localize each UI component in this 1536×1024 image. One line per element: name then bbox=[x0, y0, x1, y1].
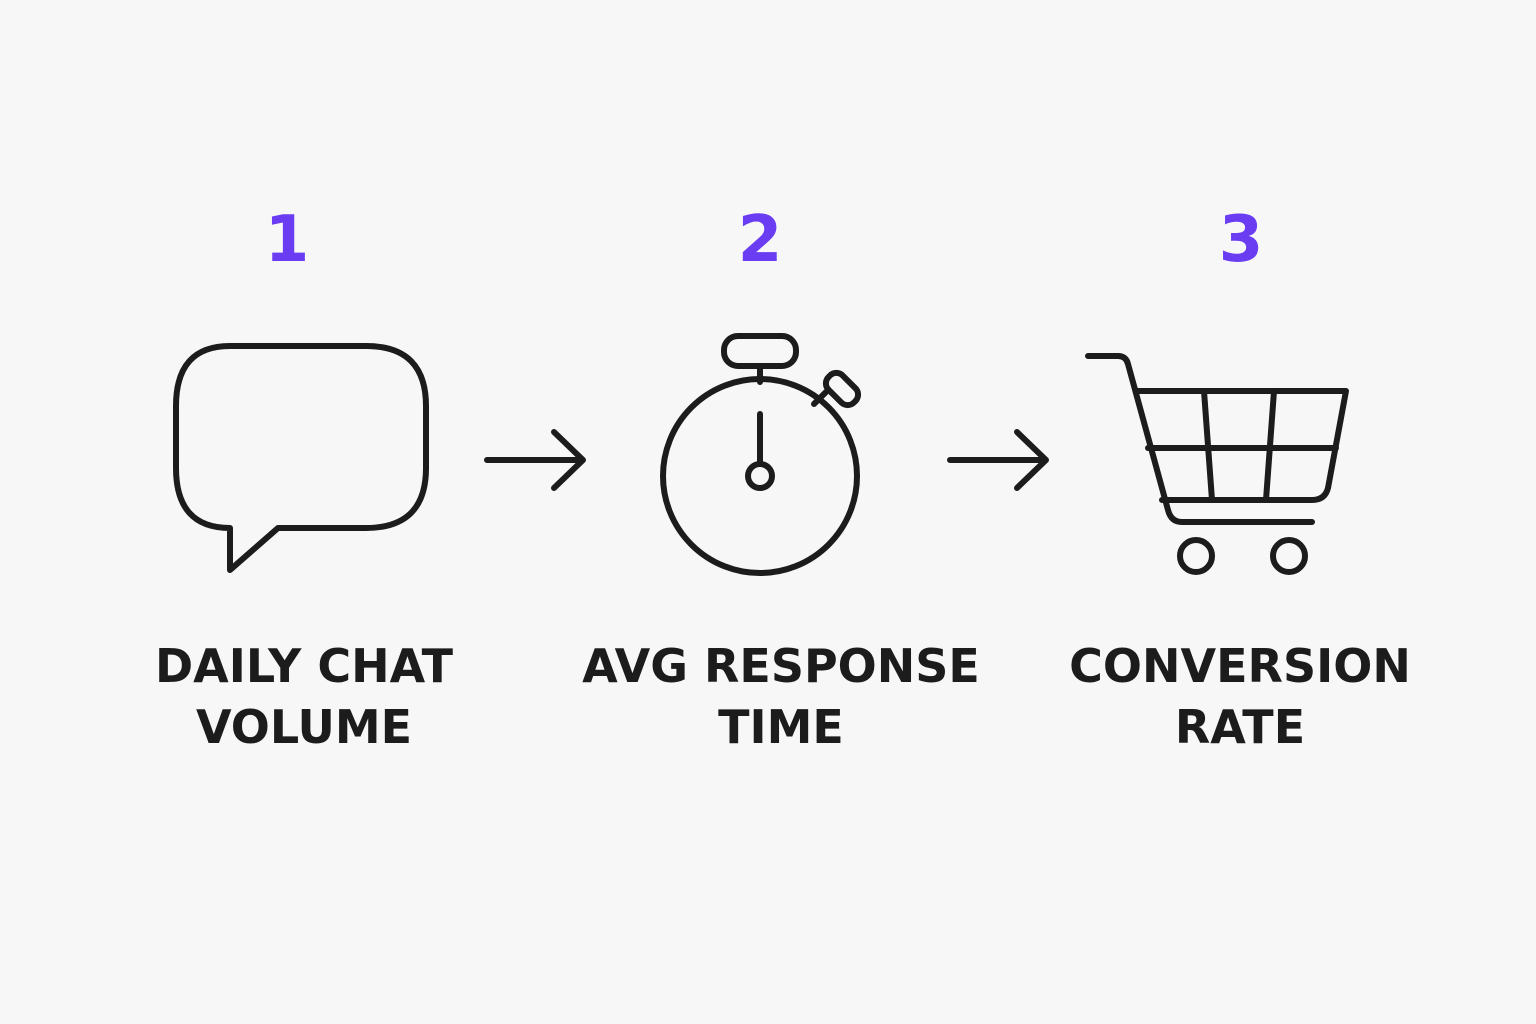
stopwatch-icon bbox=[656, 330, 868, 582]
chat-bubble-icon bbox=[170, 340, 432, 580]
shopping-cart-icon bbox=[1082, 350, 1354, 580]
step-1-label: DAILY CHAT VOLUME bbox=[94, 636, 514, 758]
step-2-label: AVG RESPONSE TIME bbox=[571, 636, 991, 758]
step-3-number: 3 bbox=[1218, 203, 1264, 277]
step-2-number: 2 bbox=[737, 203, 783, 277]
arrow-right-icon bbox=[945, 428, 1053, 496]
step-2-label-line1: AVG RESPONSE bbox=[582, 639, 980, 693]
step-3-label: CONVERSION RATE bbox=[1030, 636, 1450, 758]
step-3-label-line1: CONVERSION bbox=[1069, 639, 1411, 693]
step-1-number: 1 bbox=[264, 203, 310, 277]
step-1-label-line1: DAILY CHAT bbox=[154, 639, 454, 693]
arrow-right-icon bbox=[482, 428, 590, 496]
step-1-label-line2: VOLUME bbox=[195, 700, 413, 754]
step-3-label-line2: RATE bbox=[1174, 700, 1306, 754]
step-2-label-line2: TIME bbox=[718, 700, 844, 754]
